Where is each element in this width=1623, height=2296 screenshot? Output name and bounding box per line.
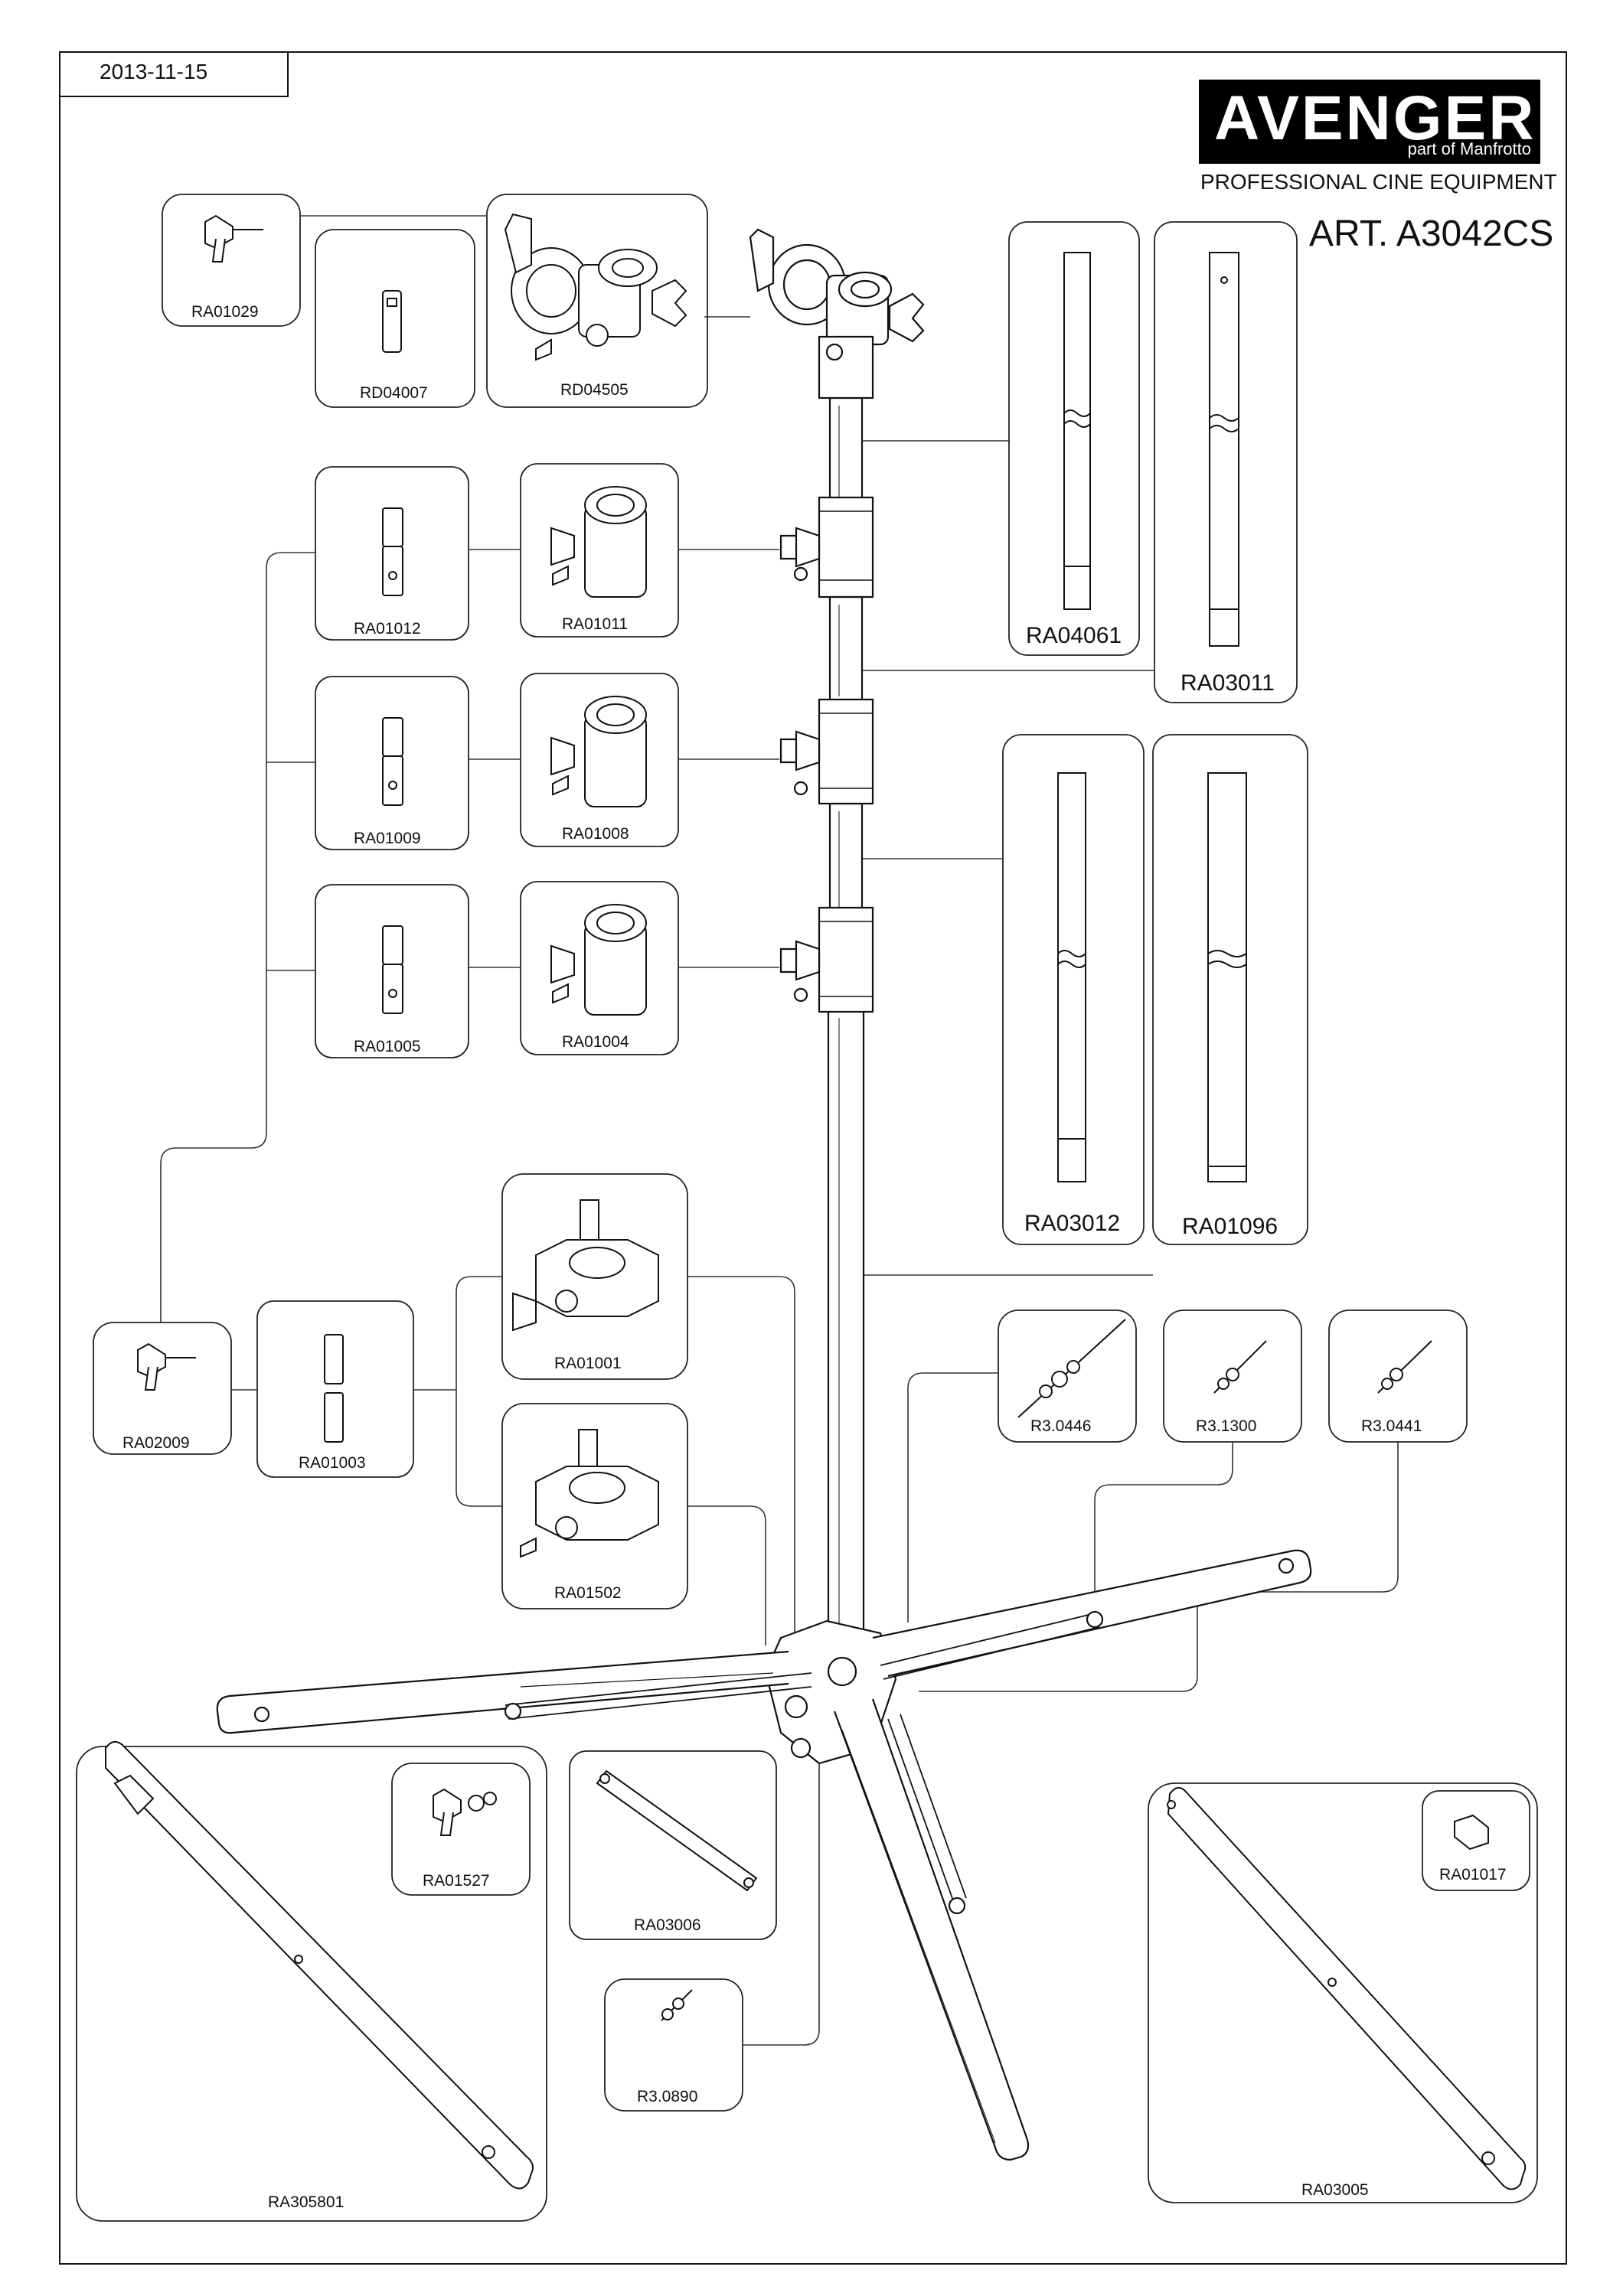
part-label-ra02009: RA02009	[122, 1434, 190, 1452]
part-label-ra01096: RA01096	[1182, 1214, 1278, 1239]
part-label-ra01005: RA01005	[354, 1038, 421, 1055]
part-label-ra01008: RA01008	[562, 825, 629, 843]
part-label-ra01004: RA01004	[562, 1033, 629, 1051]
part-label-ra04061: RA04061	[1026, 623, 1122, 648]
brand-name: AVENGER	[1214, 83, 1536, 153]
part-label-ra01527: RA01527	[423, 1872, 490, 1890]
article-number: ART. A3042CS	[1309, 214, 1554, 254]
collar-illustration-2	[550, 696, 647, 807]
part-label-r30890: R3.0890	[637, 2088, 698, 2105]
part-label-ra01001: RA01001	[554, 1355, 622, 1372]
part-illustrations	[105, 213, 1527, 2190]
stand-assembly	[216, 228, 1312, 2161]
part-label-ra01502: RA01502	[554, 1584, 622, 1602]
part-label-ra03011: RA03011	[1181, 670, 1275, 696]
part-label-ra03006: RA03006	[634, 1916, 701, 1934]
part-label-ra01017: RA01017	[1439, 1866, 1507, 1883]
part-label-rd04505: RD04505	[560, 381, 629, 399]
part-label-ra01009: RA01009	[354, 830, 421, 847]
connector-lines	[160, 215, 1399, 2046]
collar-illustration-3	[550, 904, 647, 1016]
part-label-r30446: R3.0446	[1030, 1417, 1092, 1435]
part-label-ra01012: RA01012	[354, 620, 421, 638]
page-border	[59, 51, 1567, 2265]
brand-tagline: PROFESSIONAL CINE EQUIPMENT	[1200, 170, 1557, 194]
part-label-ra03012: RA03012	[1024, 1211, 1121, 1236]
part-label-r31300: R3.1300	[1196, 1417, 1257, 1435]
part-label-r30441: R3.0441	[1361, 1417, 1422, 1435]
collar-illustration-1	[550, 486, 647, 598]
part-label-rd04007: RD04007	[360, 384, 428, 402]
part-boxes	[76, 194, 1538, 2222]
brand-sub: part of Manfrotto	[1407, 139, 1531, 158]
date-label: 2013-11-15	[100, 60, 208, 83]
part-label-ra01029: RA01029	[191, 303, 259, 321]
part-label-ra305801: RA305801	[268, 2193, 345, 2211]
part-label-ra03005: RA03005	[1301, 2181, 1369, 2199]
part-label-ra01003: RA01003	[299, 1454, 366, 1472]
brand-logo: AVENGER part of Manfrotto	[1199, 80, 1540, 164]
date-box	[59, 51, 289, 97]
part-label-ra01011: RA01011	[562, 615, 629, 633]
